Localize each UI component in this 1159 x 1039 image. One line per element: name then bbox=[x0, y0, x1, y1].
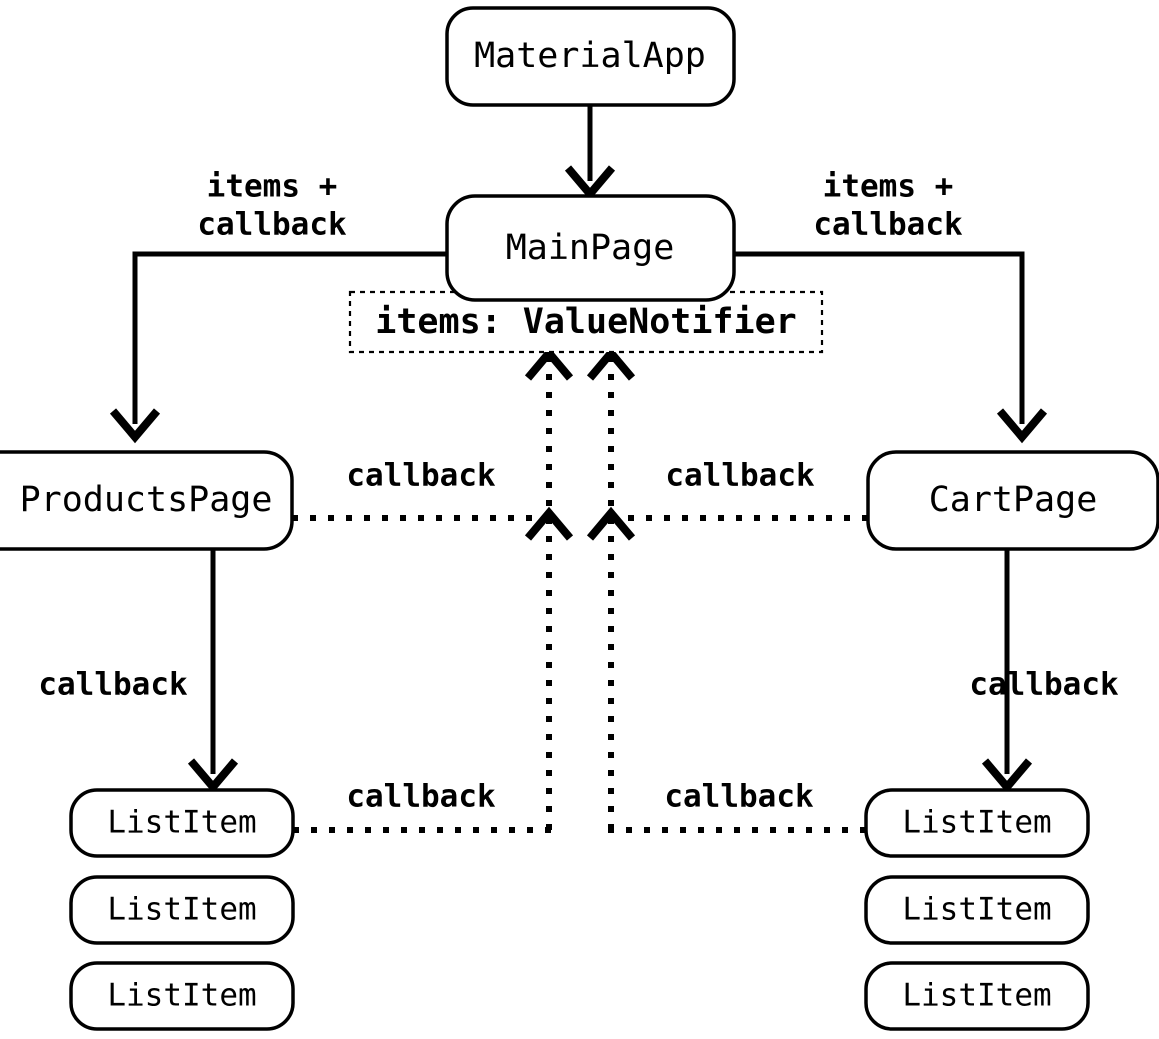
state-box-label: items: ValueNotifier bbox=[375, 302, 796, 342]
node-cart-listitem-1-label: ListItem bbox=[902, 805, 1051, 841]
node-products-listitem-1[interactable]: ListItem bbox=[69, 788, 295, 858]
edge-cartpage-to-state bbox=[586, 506, 868, 541]
edge-label-main-to-products-line1: items + bbox=[207, 169, 338, 205]
edge-mainpage-to-productspage bbox=[109, 251, 447, 444]
edge-materialapp-to-mainpage bbox=[564, 105, 616, 201]
node-products-listitem-1-label: ListItem bbox=[107, 805, 256, 841]
edge-label-cart-to-listitem: callback bbox=[969, 667, 1119, 703]
edge-label-products-to-state: callback bbox=[346, 458, 496, 494]
edge-label-cart-to-state: callback bbox=[665, 458, 815, 494]
node-cartpage[interactable]: CartPage bbox=[866, 450, 1159, 551]
node-products-listitem-3-label: ListItem bbox=[107, 978, 256, 1014]
node-products-listitem-2-label: ListItem bbox=[107, 892, 256, 928]
edge-productspage-to-state bbox=[292, 506, 574, 541]
edge-products-listitem-to-state bbox=[524, 346, 574, 830]
edge-productspage-to-listitem bbox=[187, 548, 239, 794]
state-box-items-valuenotifier bbox=[348, 290, 824, 354]
edge-label-products-to-listitem: callback bbox=[38, 667, 188, 703]
node-productspage-label: ProductsPage bbox=[20, 480, 273, 520]
node-materialapp[interactable]: MaterialApp bbox=[445, 6, 736, 107]
node-cart-listitem-2[interactable]: ListItem bbox=[864, 875, 1090, 945]
edge-mainpage-to-cartpage bbox=[733, 251, 1048, 444]
edge-cartpage-to-listitem bbox=[981, 548, 1033, 794]
node-cart-listitem-3-label: ListItem bbox=[902, 978, 1051, 1014]
edge-cart-listitem-to-state bbox=[586, 346, 636, 830]
node-cart-listitem-1[interactable]: ListItem bbox=[864, 788, 1090, 858]
edge-label-main-to-products-line2: callback bbox=[197, 207, 347, 243]
node-cartpage-label: CartPage bbox=[929, 480, 1098, 520]
edge-label-products-listitem-to-state: callback bbox=[346, 779, 496, 815]
node-materialapp-label: MaterialApp bbox=[474, 36, 706, 76]
node-cart-listitem-2-label: ListItem bbox=[902, 892, 1051, 928]
node-products-listitem-2[interactable]: ListItem bbox=[69, 875, 295, 945]
node-productspage[interactable]: ProductsPage bbox=[0, 450, 294, 551]
edge-label-main-to-cart-line2: callback bbox=[813, 207, 963, 243]
node-products-listitem-3[interactable]: ListItem bbox=[69, 961, 295, 1031]
node-mainpage[interactable]: MainPage bbox=[445, 194, 736, 302]
node-cart-listitem-3[interactable]: ListItem bbox=[864, 961, 1090, 1031]
node-mainpage-label: MainPage bbox=[506, 228, 675, 268]
edge-label-cart-listitem-to-state: callback bbox=[664, 779, 814, 815]
edge-label-main-to-cart-line1: items + bbox=[823, 169, 954, 205]
